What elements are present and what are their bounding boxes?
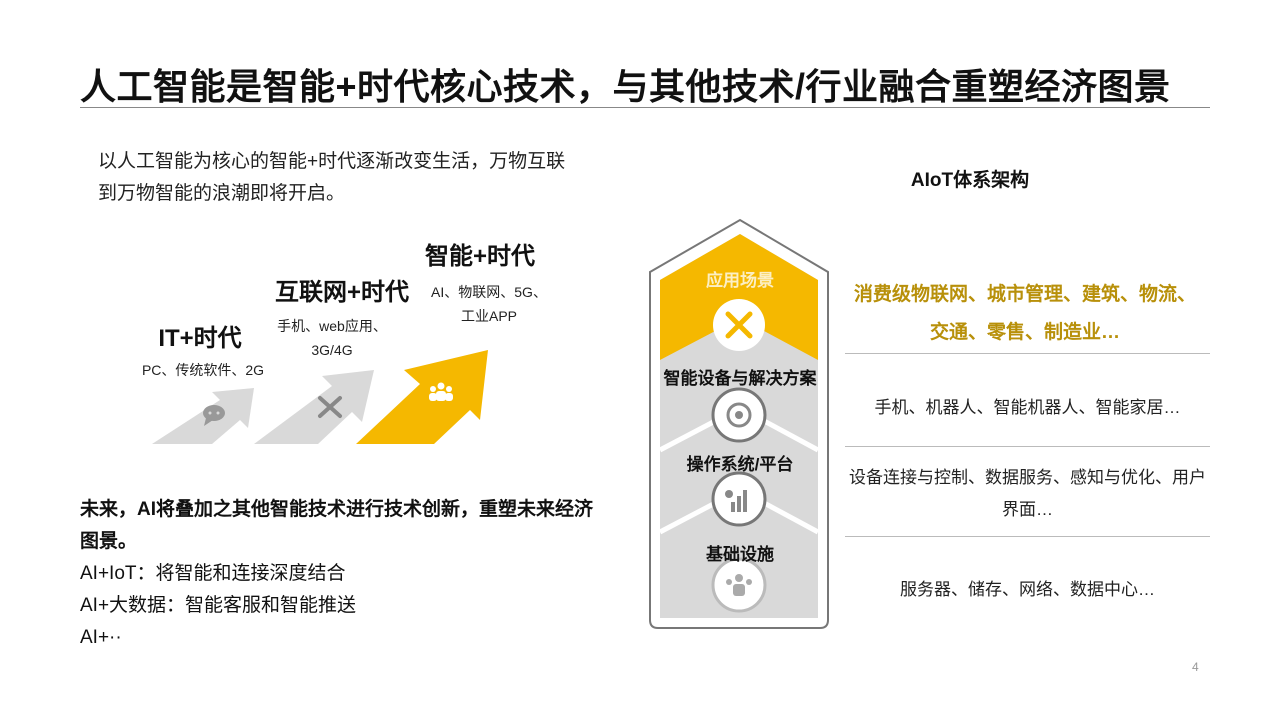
divider — [845, 536, 1210, 537]
era-desc-it: PC、传统软件、2G — [141, 362, 265, 378]
future-item: AI+·· — [80, 627, 122, 648]
era-title-it: IT+时代 — [158, 325, 242, 352]
aiot-pillar — [649, 218, 829, 629]
future-item: AI+大数据：智能客服和智能推送 — [80, 595, 357, 616]
layer-label-infrastructure: 基础设施 — [706, 545, 774, 564]
layer-desc-application: 消费级物联网、城市管理、建筑、物流、交通、零售、制造业… — [853, 284, 1196, 343]
layer-label-application: 应用场景 — [706, 271, 774, 290]
era-desc-smart: AI、物联网、5G、工业APP — [431, 284, 547, 324]
layer-desc-infrastructure: 服务器、储存、网络、数据中心… — [900, 580, 1155, 599]
future-section: 未来，AI将叠加之其他智能技术进行技术创新，重塑未来经济图景。 AI+IoT：将… — [80, 494, 600, 654]
people-group-icon — [429, 382, 453, 401]
divider — [845, 353, 1210, 354]
era-desc-internet: 手机、web应用、3G/4G — [277, 318, 387, 358]
people-group-icon — [711, 557, 767, 613]
layer-desc-devices: 手机、机器人、智能机器人、智能家居… — [874, 398, 1181, 417]
chart-gear-icon — [711, 471, 767, 527]
era-arrow-it — [152, 388, 254, 444]
title-divider — [80, 107, 1210, 108]
future-headline: 未来，AI将叠加之其他智能技术进行技术创新，重塑未来经济图景。 — [80, 499, 594, 552]
divider — [845, 446, 1210, 447]
tools-icon — [318, 396, 342, 418]
era-arrow-internet — [254, 370, 374, 444]
chat-bubble-icon — [203, 405, 225, 426]
slide-title: 人工智能是智能+时代核心技术，与其他技术/行业融合重塑经济图景 — [80, 66, 1171, 107]
future-item: AI+IoT：将智能和连接深度结合 — [80, 563, 346, 584]
era-title-internet: 互联网+时代 — [274, 279, 409, 306]
intro-text: 以人工智能为核心的智能+时代逐渐改变生活，万物互联到万物智能的浪潮即将开启。 — [98, 151, 566, 204]
era-arrows — [152, 350, 488, 444]
layer-desc-os: 设备连接与控制、数据服务、感知与优化、用户界面… — [849, 468, 1206, 519]
layer-label-os: 操作系统/平台 — [686, 455, 794, 474]
era-title-smart: 智能+时代 — [424, 243, 535, 270]
target-icon — [711, 387, 767, 443]
tools-icon — [713, 299, 765, 351]
page-number: 4 — [1192, 660, 1199, 674]
layer-label-devices: 智能设备与解决方案 — [663, 369, 817, 388]
architecture-title: AIoT体系架构 — [910, 170, 1030, 191]
era-arrow-smart — [356, 350, 488, 444]
